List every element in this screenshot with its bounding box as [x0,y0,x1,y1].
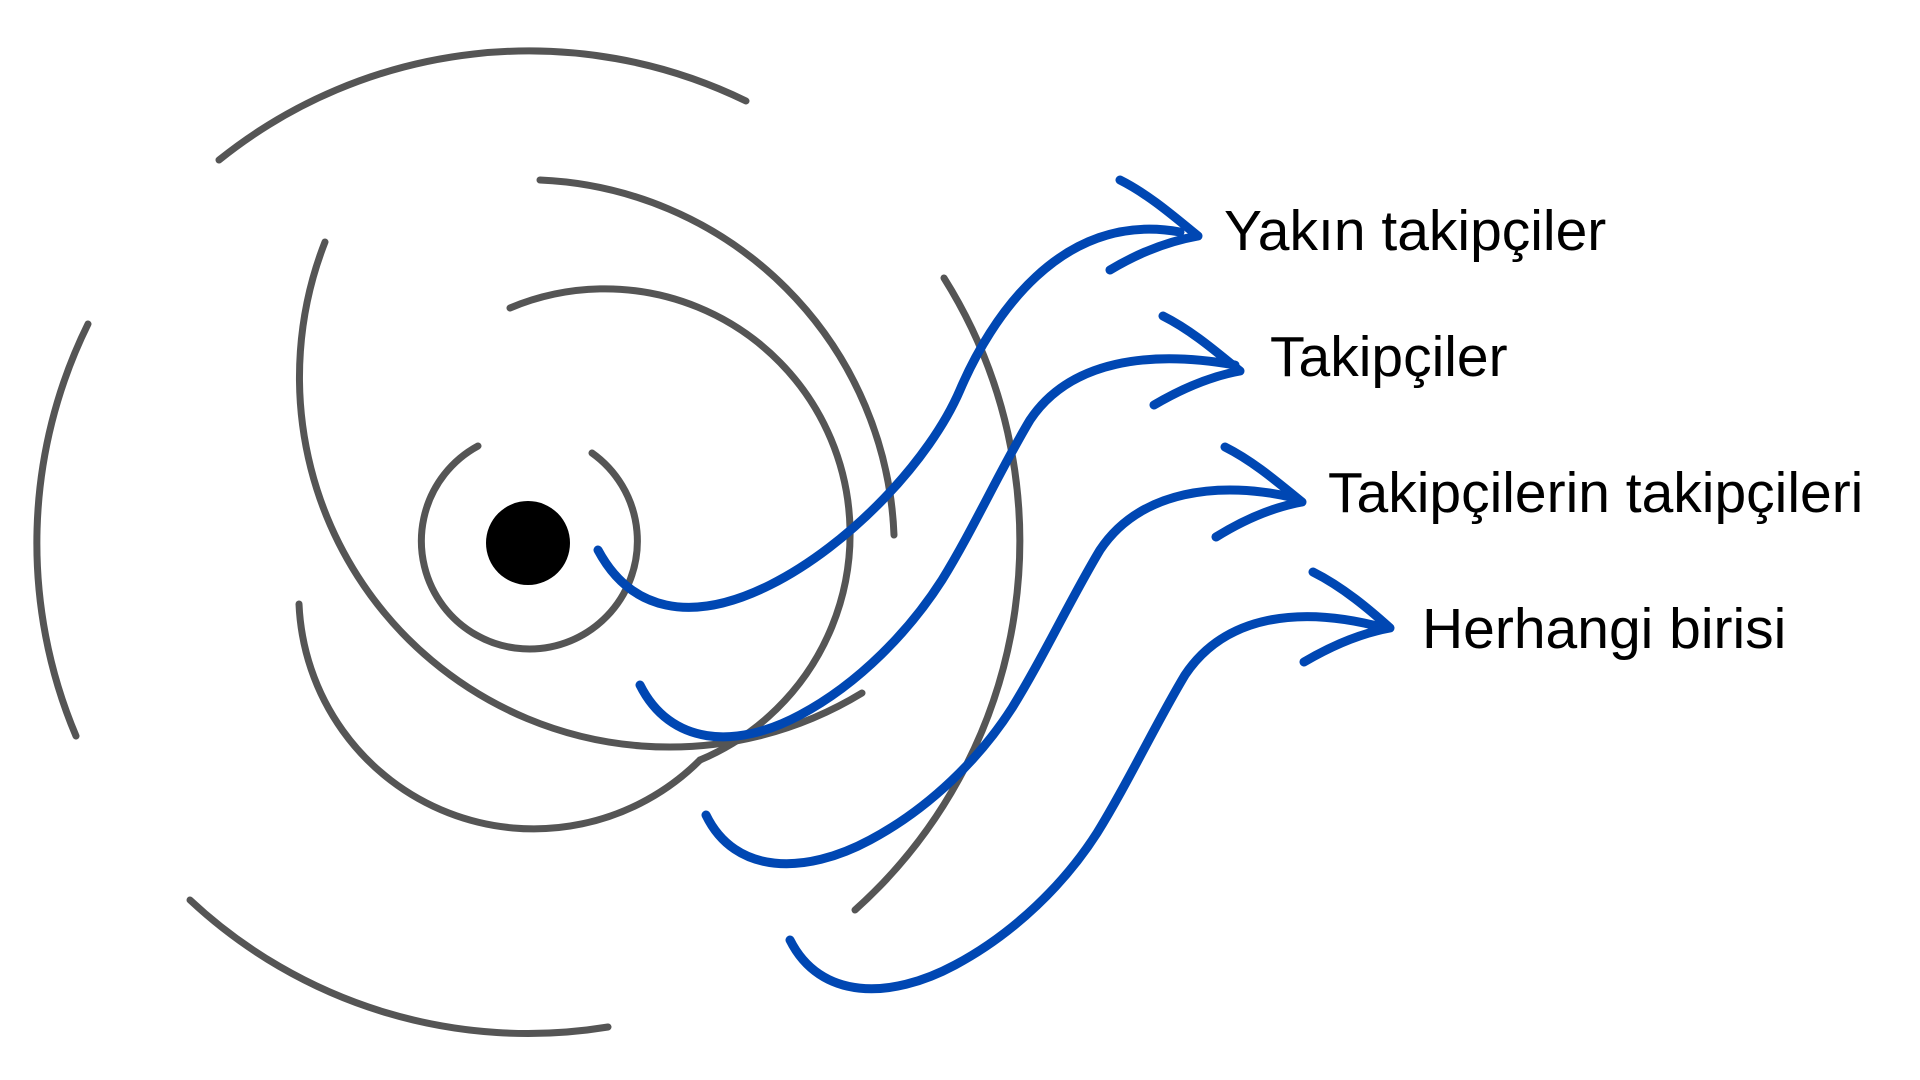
label-followers-of-followers: Takipçilerin takipçileri [1328,461,1863,525]
ring-1-arc-left [417,442,641,653]
label-close-followers: Yakın takipçiler [1224,199,1606,263]
ring-4-arc-left [33,320,92,740]
label-anyone: Herhangi birisi [1422,597,1786,661]
ring-3-arc-left-bottom [296,238,866,751]
ring-4-arc-bottom [186,896,612,1037]
center-dot [486,501,570,585]
arrow-3-curve [701,485,1300,869]
arrow-4-curve [785,612,1390,994]
ring-4-arc-right [851,274,1024,914]
arrow-1-head [1105,175,1203,275]
arrow-4-head [1299,567,1395,667]
arrow-2-head [1149,311,1245,410]
ring-2-arc-bottom [295,600,704,833]
ring-2-arc-right [506,285,854,764]
arrow-2-curve [635,354,1240,742]
ring-4-arc-top [215,47,750,164]
arrow-1-curve [593,224,1185,612]
label-followers: Takipçiler [1270,325,1508,389]
ring-3-arc-top-right [536,176,898,539]
arrow-3-head [1211,442,1307,542]
